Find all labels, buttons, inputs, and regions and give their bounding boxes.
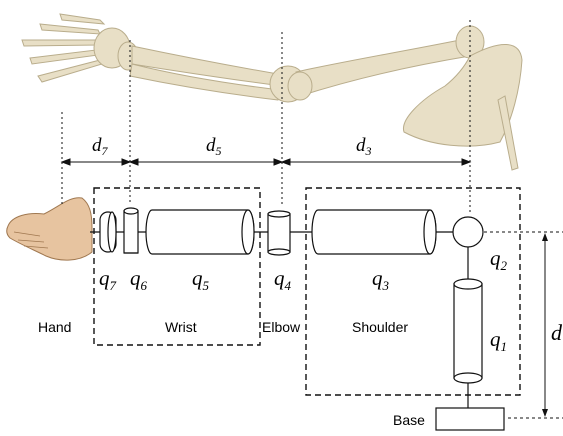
region-label-shoulder: Shoulder: [352, 319, 408, 335]
joint-q3-cylinder: [312, 210, 436, 254]
joint-label-q7: q7: [99, 266, 117, 293]
joint-q1-cylinder: [454, 279, 482, 383]
robot-hand-illustration: [7, 198, 92, 260]
joint-label-q6: q6: [130, 266, 148, 293]
dimension-label-d-base: d: [551, 320, 563, 345]
dimension-label-d7: d7: [92, 135, 109, 158]
joint-label-q5: q5: [192, 266, 210, 293]
dimension-label-d5: d5: [206, 135, 222, 158]
hand-bones-illustration: [22, 14, 138, 82]
joint-q2-sphere: [453, 217, 483, 247]
joint-q6-cylinder: [124, 208, 138, 253]
base-label: Base: [393, 412, 425, 428]
joint-label-q4: q4: [274, 266, 292, 293]
region-label-wrist: Wrist: [165, 319, 197, 335]
joint-q4-cylinder: [268, 211, 290, 255]
joint-label-q1: q1: [490, 327, 507, 354]
dimension-arrows: [62, 159, 470, 165]
base-block: [436, 408, 504, 430]
joint-q5-cylinder: [146, 210, 254, 254]
region-label-elbow: Elbow: [262, 319, 301, 335]
joint-q7-disk: [100, 212, 116, 252]
dimension-label-d3: d3: [356, 135, 372, 158]
joint-label-q3: q3: [372, 266, 390, 293]
region-label-hand: Hand: [38, 319, 71, 335]
joint-label-q2: q2: [490, 246, 508, 273]
forearm-bones-illustration: [130, 46, 306, 102]
